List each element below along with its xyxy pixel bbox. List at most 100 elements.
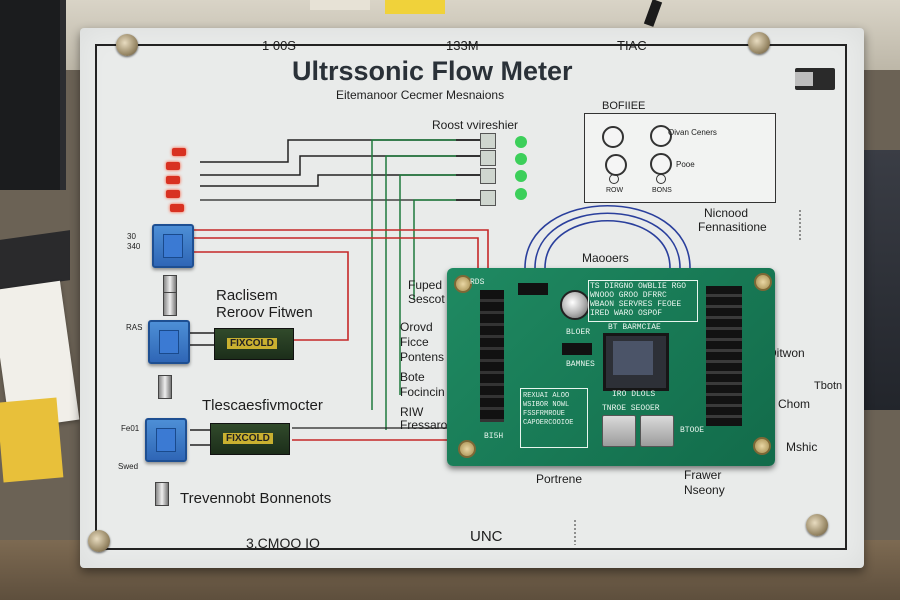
- footer-left-label: 3.CMOO IO: [246, 535, 320, 551]
- blue-transducer-module: [145, 418, 187, 462]
- pcb-text: WBAON SERVRES FEOEE: [590, 300, 682, 309]
- signal-module: FIXCOLD: [210, 423, 290, 455]
- screw-icon: [88, 530, 110, 552]
- pcb-text: RDS: [470, 278, 485, 287]
- tag-label: 340: [127, 242, 141, 251]
- wiring-label: Roost vvireshier: [432, 118, 519, 132]
- pcb-text: BT BARMCIAE: [608, 323, 661, 332]
- label-sescot: Sescot: [408, 292, 445, 306]
- terminal-block: [480, 150, 496, 166]
- legend-item-2: Pooe: [676, 160, 695, 169]
- label-frawer: Frawer: [684, 468, 722, 482]
- board-frame: [95, 44, 847, 550]
- legend-title: BOFIIEE: [602, 100, 646, 112]
- green-led-icon: [515, 188, 527, 200]
- pcb-text: BLOER: [566, 328, 591, 337]
- label-rackseim: Raclisem: [216, 287, 278, 304]
- chip-display: [613, 341, 653, 375]
- ring-icon: [650, 125, 672, 147]
- dot-icon: [656, 174, 666, 184]
- ring-icon: [605, 154, 627, 176]
- pcb-text: BI5H: [484, 432, 504, 441]
- label-orovd: Orovd: [400, 320, 433, 334]
- connector-icon: [155, 482, 169, 506]
- legend-item-1: Oivan Ceners: [668, 128, 717, 137]
- label-bote: Bote: [400, 370, 425, 384]
- screw-icon: [116, 34, 138, 56]
- pcb-text-box: [520, 388, 588, 448]
- legend-row-label: ROW: [606, 187, 624, 194]
- red-led-icon: [166, 176, 180, 184]
- terminal-block: [480, 190, 496, 206]
- push-button[interactable]: [640, 415, 674, 447]
- pcb-text-box: [588, 280, 698, 322]
- label-nicnood: Nicnood: [704, 206, 749, 220]
- connector-icon: [158, 375, 172, 399]
- background-yellow-box: [385, 0, 445, 14]
- label-ficce: Ficce: [400, 335, 429, 349]
- ring-icon: [602, 126, 624, 148]
- label-nseony: Nseony: [684, 483, 725, 497]
- pcb-text: TNROE SEOOER: [602, 404, 660, 413]
- tag-label: Fe01: [121, 424, 140, 433]
- header-left-label: 1 00S: [262, 38, 296, 53]
- screw-icon: [748, 32, 770, 54]
- label-fressaror: Fressaror: [400, 418, 452, 432]
- label-portrene: Portrene: [536, 472, 583, 486]
- background-box: [310, 0, 370, 10]
- pcb-text: IRO DLOLS: [612, 390, 656, 399]
- jumper-block: [518, 283, 548, 295]
- pcb-text: WNOOO GROO DFRRC: [590, 291, 667, 300]
- label-trevennobt: Trevennobt Bonnenots: [180, 490, 332, 507]
- pin-header-right: [706, 286, 742, 426]
- label-tbotn: Tbotn: [814, 380, 843, 392]
- footer-mid-label: UNC: [470, 528, 503, 545]
- pcb-text: BAMNES: [566, 360, 595, 369]
- label-pontens: Pontens: [400, 350, 445, 364]
- green-led-icon: [515, 153, 527, 165]
- mount-hole-icon: [454, 275, 472, 293]
- label-chom: Chom: [778, 397, 811, 411]
- connector-icon: [163, 292, 177, 316]
- usb-plug: [795, 72, 813, 86]
- header-mid-label: 133M: [446, 38, 479, 53]
- terminal-block: [480, 168, 496, 184]
- tag-label: RAS: [126, 323, 143, 332]
- label-tiescase: Tlescaesfivmocter: [202, 397, 323, 414]
- pcb-text: BTOOE: [680, 426, 705, 435]
- label-fuped: Fuped: [408, 278, 443, 292]
- jumper-block: [562, 343, 592, 355]
- terminal-block: [480, 133, 496, 149]
- board-title: Ultrssonic Flow Meter: [292, 56, 573, 86]
- buzzer-icon: [560, 290, 590, 320]
- monitor: [0, 0, 66, 190]
- pcb-text: TS DIRGNO OWBLIE RGO: [590, 282, 687, 291]
- blue-transducer-module: [152, 224, 194, 268]
- label-fennasitione: Fennasitione: [698, 220, 767, 234]
- red-led-icon: [166, 190, 180, 198]
- red-led-icon: [170, 204, 184, 212]
- red-led-icon: [166, 162, 180, 170]
- green-led-icon: [515, 136, 527, 148]
- mount-hole-icon: [754, 273, 772, 291]
- pin-header-left: [480, 290, 504, 422]
- blue-transducer-module: [148, 320, 190, 364]
- tag-label: Swed: [118, 462, 139, 471]
- dot-icon: [609, 174, 619, 184]
- label-ditwon: Ditwon: [768, 346, 805, 360]
- mount-hole-icon: [753, 437, 771, 455]
- header-right-label: TIAC: [617, 38, 647, 53]
- legend-bons-label: BONS: [652, 187, 672, 194]
- label-reroov: Reroov Fitwen: [216, 304, 313, 321]
- pcb-text: REXUAI ALOO WSIBOR NOWL FSSFRMROUE CAPOE…: [523, 392, 574, 427]
- label-maooers: Maooers: [582, 251, 629, 265]
- label-focincin: Focincin: [400, 385, 445, 399]
- push-button[interactable]: [602, 415, 636, 447]
- mount-hole-icon: [458, 440, 476, 458]
- signal-module: FIXCOLD: [214, 328, 294, 360]
- label-mshic: Mshic: [786, 440, 818, 454]
- tag-label: 30: [127, 232, 136, 241]
- ring-icon: [650, 153, 672, 175]
- green-led-icon: [515, 170, 527, 182]
